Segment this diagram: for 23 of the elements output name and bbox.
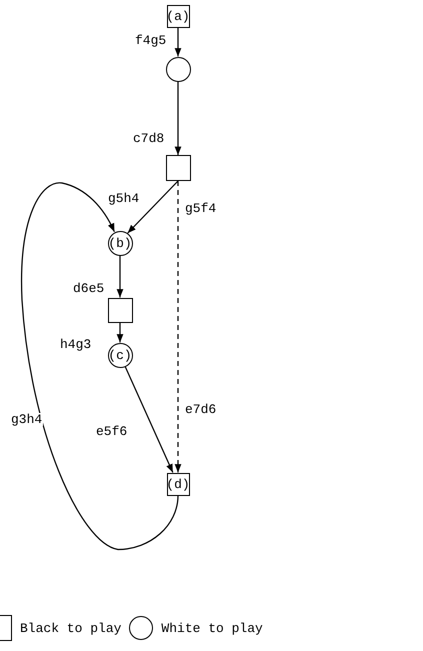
arrow bbox=[124, 366, 174, 473]
arrow bbox=[116, 256, 124, 298]
position-square bbox=[108, 298, 132, 322]
edge-label: h4g3 bbox=[59, 338, 92, 351]
edge-label: d6e5 bbox=[72, 282, 106, 295]
arrow bbox=[174, 28, 182, 56]
edge-label: e5f6 bbox=[95, 425, 128, 438]
edge-label: c7d8 bbox=[132, 132, 166, 145]
edge-label: g5f4 bbox=[184, 202, 218, 215]
arrow bbox=[174, 181, 182, 472]
edge-label: g3h4 bbox=[10, 413, 44, 426]
position-square: (a) bbox=[166, 4, 190, 28]
move-label: e7d6 bbox=[184, 403, 218, 416]
position-square bbox=[166, 155, 190, 181]
legend-text: White to play bbox=[161, 622, 263, 634]
arrow bbox=[127, 180, 178, 234]
legend-text: Black to play bbox=[20, 622, 122, 634]
position-square: (d) bbox=[166, 472, 190, 496]
arrow bbox=[174, 82, 182, 155]
edge-label: g5h4 bbox=[107, 192, 140, 205]
edge-label: f4g5 bbox=[134, 34, 168, 47]
arrow bbox=[116, 322, 124, 342]
arrow bbox=[21, 182, 179, 550]
